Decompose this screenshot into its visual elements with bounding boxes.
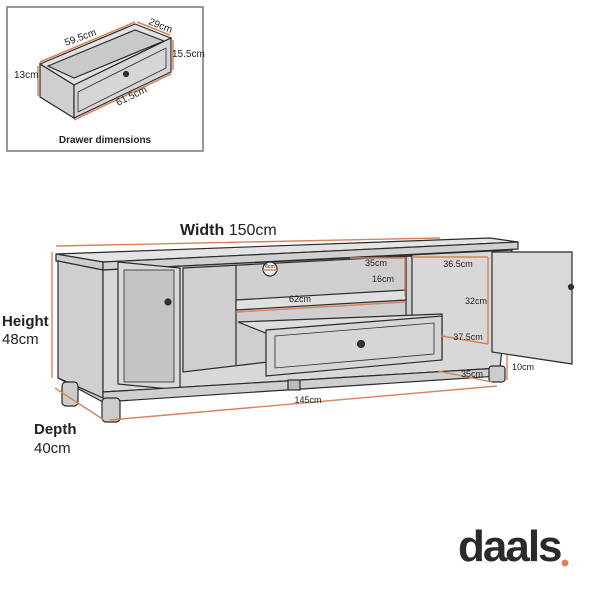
brand-dot (561, 559, 569, 567)
inset-caption: Drawer dimensions (59, 135, 152, 146)
shelf-width-dim: 62cm (289, 294, 311, 304)
height-value: 48cm (2, 331, 39, 348)
width-dimension: Width 150cm (180, 222, 277, 240)
brand-name: daals (458, 522, 563, 571)
main-dimension-lines (51, 237, 508, 421)
leg-height-dim: 10cm (512, 362, 534, 372)
depth-value: 40cm (34, 440, 71, 457)
drawer-side-height: 13cm (14, 70, 38, 81)
drawer-front-height: 15.5cm (172, 49, 205, 60)
depth-label: Depth (34, 421, 77, 438)
shelf-depth-dim: 35cm (365, 258, 387, 268)
cabinet-width-top-dim: 36.5cm (443, 259, 473, 269)
cable-hole-dim: 6cm (265, 264, 274, 270)
drawer-illustration (38, 23, 173, 120)
tv-unit-illustration (55, 237, 575, 423)
width-label: Width (180, 222, 225, 239)
base-width-dim: 145cm (294, 395, 321, 405)
shelf-height-dim: 16cm (372, 274, 394, 284)
inset-dimension-lines (37, 21, 174, 121)
height-dimension: Height 48cm (2, 313, 49, 349)
inner-depth-dim: 35cm (461, 369, 483, 379)
cabinet-width-bottom-dim: 37.5cm (453, 332, 483, 342)
width-value: 150cm (228, 222, 277, 239)
brand-logo: daals (458, 522, 563, 572)
height-label: Height (2, 313, 49, 330)
depth-dimension: Depth 40cm (34, 420, 77, 458)
cabinet-height-dim: 32cm (465, 296, 487, 306)
